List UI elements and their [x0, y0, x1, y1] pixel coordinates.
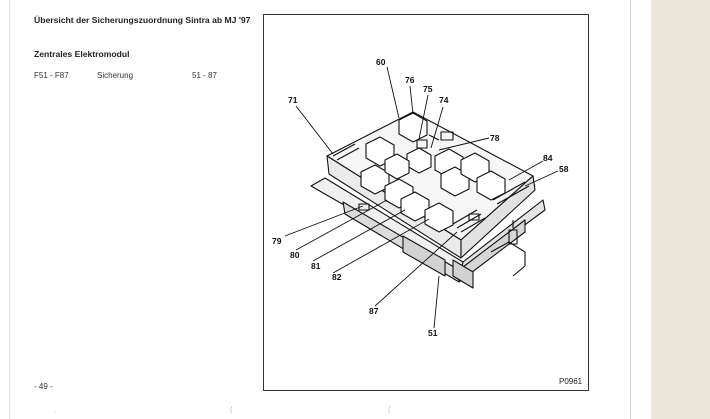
fuse-range: F51 - F87	[34, 71, 69, 80]
page-divider	[630, 0, 631, 419]
callout-74: 74	[439, 95, 449, 105]
scan-mark: (	[230, 405, 233, 414]
callout-81: 81	[311, 261, 321, 271]
figure-code: P0961	[559, 377, 583, 386]
callout-labels: 60 76 75 74 71 78 84 58 79 80 81 82 87 5…	[272, 57, 569, 338]
callout-60: 60	[376, 57, 386, 67]
document-page: Übersicht der Sicherungszuordnung Sintra…	[9, 0, 589, 419]
leader-lines	[284, 66, 559, 329]
side-panel	[651, 0, 710, 419]
fuse-box-diagram: 60 76 75 74 71 78 84 58 79 80 81 82 87 5…	[263, 14, 589, 391]
callout-78: 78	[490, 133, 500, 143]
page-title: Übersicht der Sicherungszuordnung Sintra…	[34, 15, 251, 25]
margin-rule	[9, 0, 10, 419]
callout-58: 58	[559, 164, 569, 174]
callout-71: 71	[288, 95, 298, 105]
module-drawing	[310, 111, 546, 289]
callout-75: 75	[423, 84, 433, 94]
callout-82: 82	[332, 272, 342, 282]
fuse-type: Sicherung	[97, 71, 134, 80]
callout-80: 80	[290, 250, 300, 260]
callout-87: 87	[369, 306, 379, 316]
callout-76: 76	[405, 75, 415, 85]
page-number: - 49 -	[34, 382, 53, 391]
callout-51: 51	[428, 328, 438, 338]
fuse-box-figure: 60 76 75 74 71 78 84 58 79 80 81 82 87 5…	[263, 14, 589, 391]
callout-79: 79	[272, 236, 282, 246]
scan-mark: (	[388, 405, 391, 414]
callout-84: 84	[543, 153, 553, 163]
scan-mark: .	[54, 405, 57, 414]
section-heading: Zentrales Elektromodul	[34, 49, 130, 59]
fuse-values: 51 - 87	[192, 71, 217, 80]
